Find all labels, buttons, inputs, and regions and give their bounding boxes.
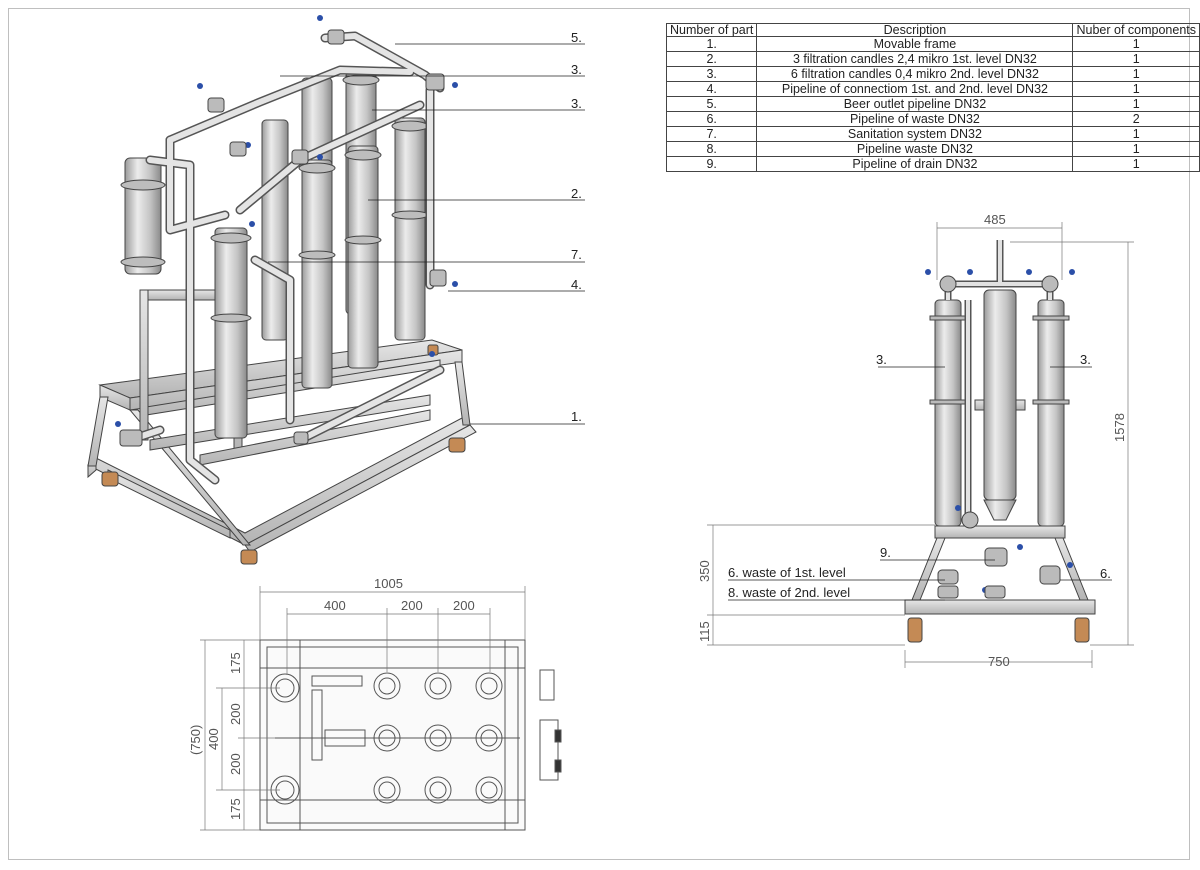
drawing-sheet <box>8 8 1190 860</box>
callout-9: 9. <box>880 545 891 560</box>
dim-400: 400 <box>324 598 346 613</box>
dim-175a: 175 <box>228 652 243 674</box>
dim-200-upper: 200 <box>228 703 243 725</box>
callout-3a: 3. <box>571 62 582 77</box>
callout-waste-1st: 6. waste of 1st. level <box>728 565 846 580</box>
row-desc: 6 filtration candles 0,4 mikro 2nd. leve… <box>756 66 1074 82</box>
row-num: 9. <box>665 156 758 172</box>
valve-bodies <box>119 29 447 447</box>
front-leader-lines <box>728 366 1112 601</box>
callout-3b: 3. <box>571 96 582 111</box>
callout-7: 7. <box>571 247 582 262</box>
row-desc: Pipeline of drain DN32 <box>756 156 1074 172</box>
dim-175b: 175 <box>228 798 243 820</box>
callout-2: 2. <box>571 186 582 201</box>
top-view-dimensions <box>200 586 526 831</box>
row-desc: 3 filtration candles 2,4 mikro 1st. leve… <box>756 51 1074 67</box>
top-candles <box>270 672 503 805</box>
top-view-dim-labels: 1005 400 200 200 175 200 200 175 400 (75… <box>188 576 475 820</box>
candle-flanges <box>120 74 429 323</box>
callout-5: 5. <box>571 30 582 45</box>
header-components: Nuber of components <box>1072 23 1200 37</box>
callout-1: 1. <box>571 409 582 424</box>
front-wheels <box>907 617 1090 643</box>
front-valve-bodies <box>937 275 1061 599</box>
callout-3-right: 3. <box>1080 352 1091 367</box>
dim-width-total: 1005 <box>374 576 403 591</box>
table-row: 2.3 filtration candles 2,4 mikro 1st. le… <box>665 51 1200 67</box>
valves <box>115 15 458 427</box>
iso-leader-lines <box>268 43 585 425</box>
dim-485: 485 <box>984 212 1006 227</box>
top-view <box>259 639 562 831</box>
dim-1578: 1578 <box>1112 413 1127 442</box>
callout-3-left: 3. <box>876 352 887 367</box>
dim-115: 115 <box>697 621 712 642</box>
movable-frame <box>87 289 477 553</box>
dim-200-lower: 200 <box>228 753 243 775</box>
callout-6: 6. <box>1100 566 1111 581</box>
front-view <box>904 240 1096 643</box>
front-candles <box>934 289 1065 527</box>
row-count: 1 <box>1072 156 1200 172</box>
front-flanges <box>929 315 1070 405</box>
callout-waste-2nd: 8. waste of 2nd. level <box>728 585 850 600</box>
parts-table: Number of part Description Nuber of comp… <box>665 23 1200 172</box>
callout-4: 4. <box>571 277 582 292</box>
table-header-row: Number of part Description Nuber of comp… <box>665 23 1200 37</box>
dim-200a: 200 <box>401 598 423 613</box>
dim-400-vert: 400 <box>206 728 221 750</box>
isometric-view <box>87 15 477 565</box>
dim-350: 350 <box>697 560 712 582</box>
iso-callouts: 5. 3. 3. 2. 7. 4. 1. <box>571 30 582 424</box>
row-desc: Pipeline of waste DN32 <box>756 111 1074 127</box>
front-view-labels: 485 1578 350 115 750 3. 3. 9. 6. 6. wast… <box>697 212 1127 669</box>
row-desc: Movable frame <box>756 36 1074 52</box>
dim-200b: 200 <box>453 598 475 613</box>
table-row: 4.Pipeline of connectiom 1st. and 2nd. l… <box>665 81 1200 97</box>
front-view-dimensions <box>707 222 1134 668</box>
dim-750-ref: (750) <box>188 725 203 755</box>
dim-750: 750 <box>988 654 1010 669</box>
